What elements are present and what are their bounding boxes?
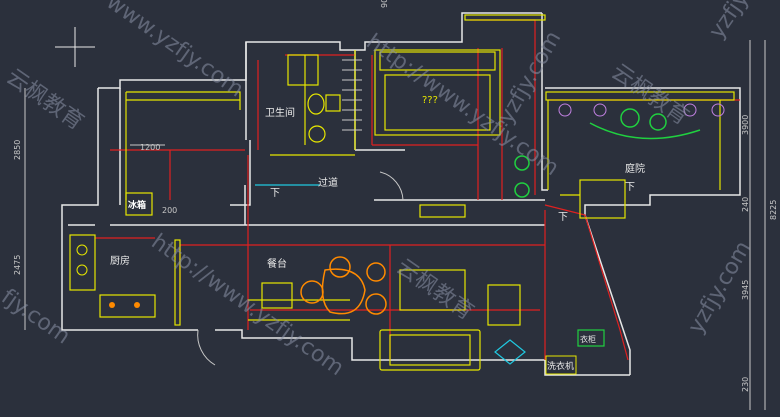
- kitchen-decor: [109, 302, 140, 308]
- dim-width-1200: 1200: [140, 143, 160, 152]
- courtyard-plants: [514, 108, 701, 198]
- fridge-box: 冰箱: [125, 192, 153, 216]
- arrow-down-label-2: 下: [625, 182, 635, 193]
- washer-label: 洗衣机: [547, 360, 574, 372]
- washer-box: 洗衣机: [545, 355, 577, 375]
- arrow-down-label-3: 下: [558, 212, 568, 223]
- watermark-short-3: yzfjy: [704, 0, 754, 43]
- room-label-bathroom: 卫生间: [265, 106, 295, 119]
- watermark-short-2: fjy.com: [0, 284, 75, 349]
- bathroom-fixtures: [307, 93, 341, 143]
- shoe-cabinet-label: 衣柜: [580, 334, 596, 344]
- room-label-kitchen: 厨房: [110, 254, 130, 267]
- crosshair-cursor-icon: [55, 27, 95, 67]
- flower-icons: [558, 103, 725, 117]
- watermark-layer: 云枫教育 云枫教育 云枫教育 http://www.yzfjy.com www.…: [0, 0, 756, 381]
- door-arcs: [197, 171, 404, 366]
- fridge-label: 冰箱: [128, 199, 146, 211]
- watermark-url-2: www.yzfjy.com: [102, 0, 248, 102]
- dim-left-small: 200: [162, 206, 177, 215]
- dining-table: [300, 256, 387, 315]
- stair-hatch: [342, 59, 362, 131]
- watermark-cn-1: 云枫教育: [2, 64, 88, 135]
- dim-left-2850: 2850: [13, 140, 22, 160]
- dim-right-total: 8225: [769, 200, 778, 220]
- dim-right-3945: 3945: [741, 280, 750, 300]
- dim-right-240: 240: [741, 197, 750, 212]
- room-label-courtyard: 庭院: [625, 162, 645, 175]
- dim-right-3900: 3900: [741, 115, 750, 135]
- dim-top-small: 90: [380, 0, 389, 8]
- watermark-short-1: yzfjy.com: [494, 27, 567, 128]
- kitchen-stove: [76, 244, 88, 276]
- watermark-url-1: http://www.yzfjy.com: [147, 229, 349, 381]
- dim-right-230: 230: [741, 377, 750, 392]
- room-label-dining: 餐台: [267, 257, 287, 270]
- dim-left-2475: 2475: [13, 255, 22, 275]
- dimension-lines: [24, 40, 766, 410]
- shoe-cabinet-box: 衣柜: [577, 329, 605, 347]
- yellow-walls: [69, 14, 735, 371]
- room-label-bed-note: ???: [422, 95, 438, 106]
- arrow-down-label-1: 下: [270, 188, 280, 199]
- cyan-details: [255, 184, 526, 365]
- room-label-corridor: 过道: [318, 176, 338, 189]
